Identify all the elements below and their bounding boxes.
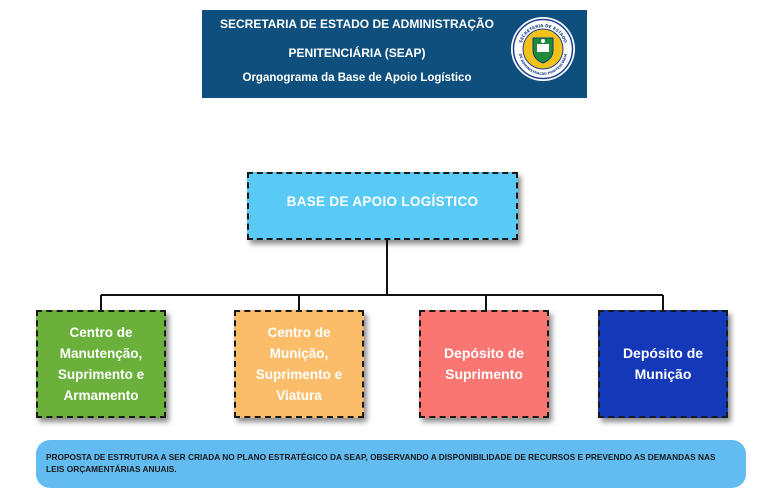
header-title-line-1: SECRETARIA DE ESTADO DE ADMINISTRAÇÃO xyxy=(219,17,494,31)
header-subtitle: Organograma da Base de Apoio Logístico xyxy=(242,72,472,84)
org-root-label: BASE DE APOIO LOGÍSTICO xyxy=(286,193,479,209)
header-banner: SECRETARIA DE ESTADO DE ADMINISTRAÇÃO PE… xyxy=(202,10,587,98)
org-node-deposito-suprimento: Depósito de Suprimento xyxy=(419,310,549,418)
org-node-label: Depósito de Munição xyxy=(622,345,704,382)
proposal-note-text: PROPOSTA DE ESTRUTURA A SER CRIADA NO PL… xyxy=(46,452,716,474)
org-node-deposito-municao: Depósito de Munição xyxy=(598,310,728,418)
header-title-line-2: PENITENCIÁRIA (SEAP) xyxy=(288,46,426,60)
org-node-centro-manutencao: Centro de Manutenção, Suprimento e Armam… xyxy=(36,310,166,418)
org-node-centro-municao: Centro de Munição, Suprimento e Viatura xyxy=(234,310,364,418)
org-root-node: BASE DE APOIO LOGÍSTICO xyxy=(247,172,518,240)
org-node-label: Centro de Manutenção, Suprimento e Armam… xyxy=(57,325,145,403)
seap-seal-icon: SECRETARIA DE ESTADO DE ADMINISTRAÇÃO PE… xyxy=(511,17,575,81)
proposal-note: PROPOSTA DE ESTRUTURA A SER CRIADA NO PL… xyxy=(36,440,746,488)
org-node-label: Centro de Munição, Suprimento e Viatura xyxy=(255,325,343,403)
org-node-label: Depósito de Suprimento xyxy=(443,345,525,382)
